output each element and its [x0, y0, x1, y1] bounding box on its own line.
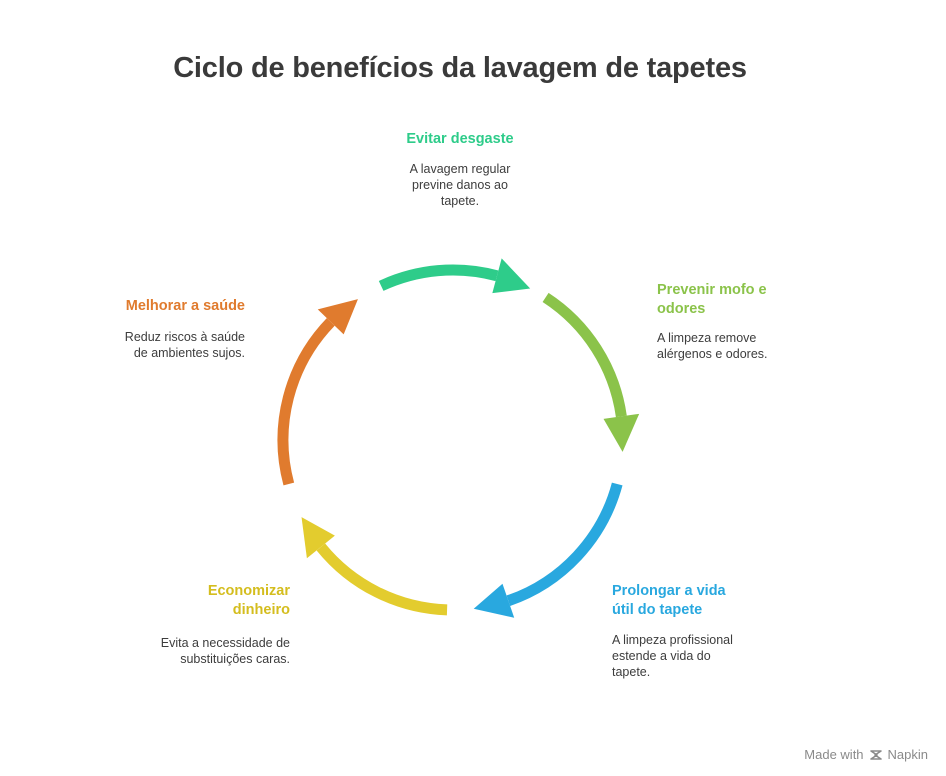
step-description: Reduz riscos à saúde de ambientes sujos. — [124, 330, 245, 360]
arrow-melhorar-saude-shaft — [277, 318, 335, 486]
step-heading: Economizar dinheiro — [207, 583, 290, 618]
arrow-economizar-dinheiro-head — [301, 517, 335, 559]
step-description: A limpeza remove alérgenos e odores. — [657, 331, 768, 361]
step-description: Evita a necessidade de substituições car… — [160, 636, 290, 666]
napkin-credit: Made with Napkin — [804, 747, 928, 762]
step-prevenir-mofo: Prevenir mofo e odores A limpeza remove … — [657, 281, 782, 362]
step-economizar-dinheiro: Economizar dinheiro Evita a necessidade … — [140, 582, 290, 667]
step-heading: Prevenir mofo e odores — [657, 282, 767, 317]
arrow-melhorar-saude-head — [317, 299, 358, 335]
arrow-evitar-desgaste-head — [492, 258, 531, 294]
arrow-evitar-desgaste-shaft — [378, 264, 499, 291]
step-evitar-desgaste: Evitar desgaste A lavagem regular previn… — [380, 130, 540, 209]
step-description: A lavagem regular previne danos ao tapet… — [409, 162, 511, 208]
step-prolongar-vida: Prolongar a vida útil do tapete A limpez… — [612, 582, 752, 680]
step-heading: Prolongar a vida útil do tapete — [612, 583, 726, 618]
step-heading: Melhorar a saúde — [125, 298, 245, 314]
napkin-brand: Napkin — [887, 747, 928, 762]
arrow-prolongar-vida-head — [473, 583, 515, 618]
arrow-economizar-dinheiro-shaft — [316, 543, 448, 616]
arrow-prevenir-mofo-shaft — [542, 292, 627, 418]
napkin-logo-icon — [869, 749, 882, 760]
arrow-prolongar-vida-shaft — [506, 482, 623, 606]
made-with-label: Made with — [804, 747, 864, 762]
arrow-prevenir-mofo-head — [603, 413, 640, 452]
page-title: Ciclo de benefícios da lavagem de tapete… — [173, 52, 747, 84]
step-melhorar-saude: Melhorar a saúde Reduz riscos à saúde de… — [100, 297, 245, 361]
step-heading: Evitar desgaste — [406, 131, 514, 147]
step-description: A limpeza profissional estende a vida do… — [612, 633, 733, 679]
